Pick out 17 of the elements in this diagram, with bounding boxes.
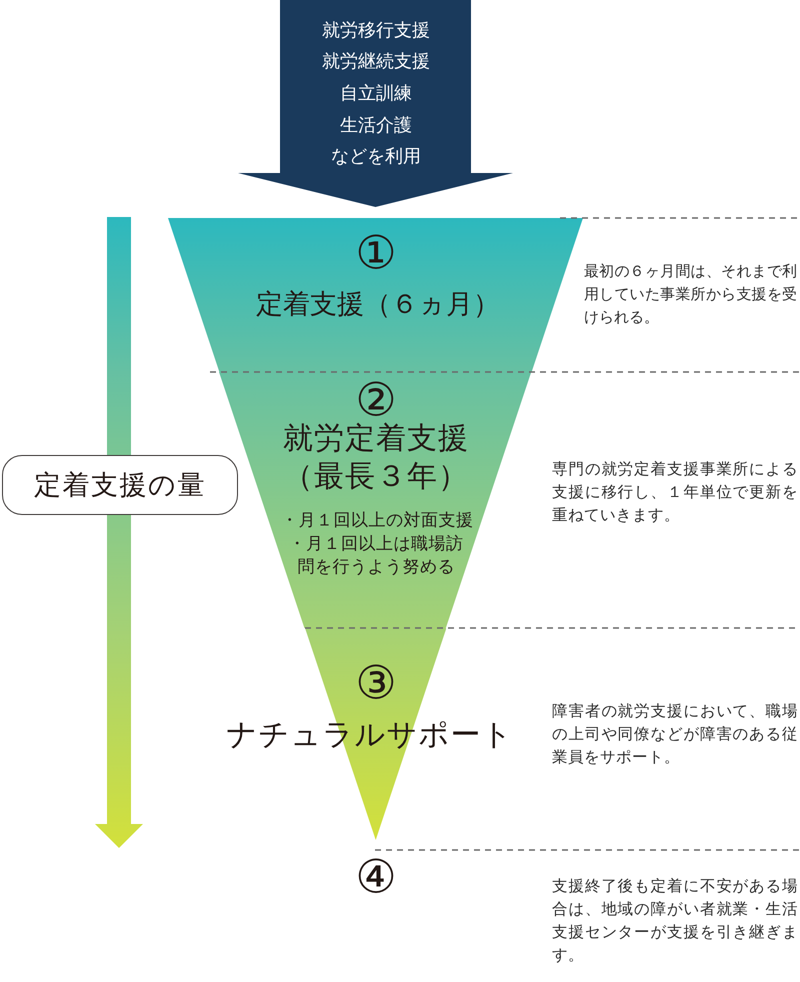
bullet-text: ・月１回以上の対面支援 [280, 512, 474, 530]
step-description: 最初の６ヶ月間は、それまで利用していた事業所から支援を受けられる。 [584, 261, 797, 328]
arrow-text: などを利用 [331, 147, 421, 167]
step-description: 支援終了後も定着に不安がある場合は、地域の障がい者就業・生活支援センターが支援を引き継ぎます。 [552, 876, 798, 966]
bullet-text: ・月１回以上は職場訪問を行うよう努める [288, 533, 464, 579]
step-number: ① [355, 228, 397, 278]
arrow-text: 就労継続支援 [322, 52, 430, 72]
arrow-text: 生活介護 [340, 116, 412, 136]
arrow-text: 自立訓練 [340, 84, 412, 104]
step-number: ④ [355, 852, 397, 902]
step-title: 定着支援（６ヵ月） [256, 290, 500, 320]
step-title: 就労定着支援（最長３年） [282, 420, 470, 496]
arrow-text: 就労移行支援 [322, 21, 430, 41]
step-description: 専門の就労定着支援事業所による支援に移行し、１年単位で更新を重ねていきます。 [552, 459, 798, 526]
step-description: 障害者の就労支援において、職場の上司や同僚などが障害のある従業員をサポート。 [552, 701, 798, 768]
rounded-label: 定着支援の量 [2, 455, 238, 515]
step-number: ③ [355, 658, 397, 708]
